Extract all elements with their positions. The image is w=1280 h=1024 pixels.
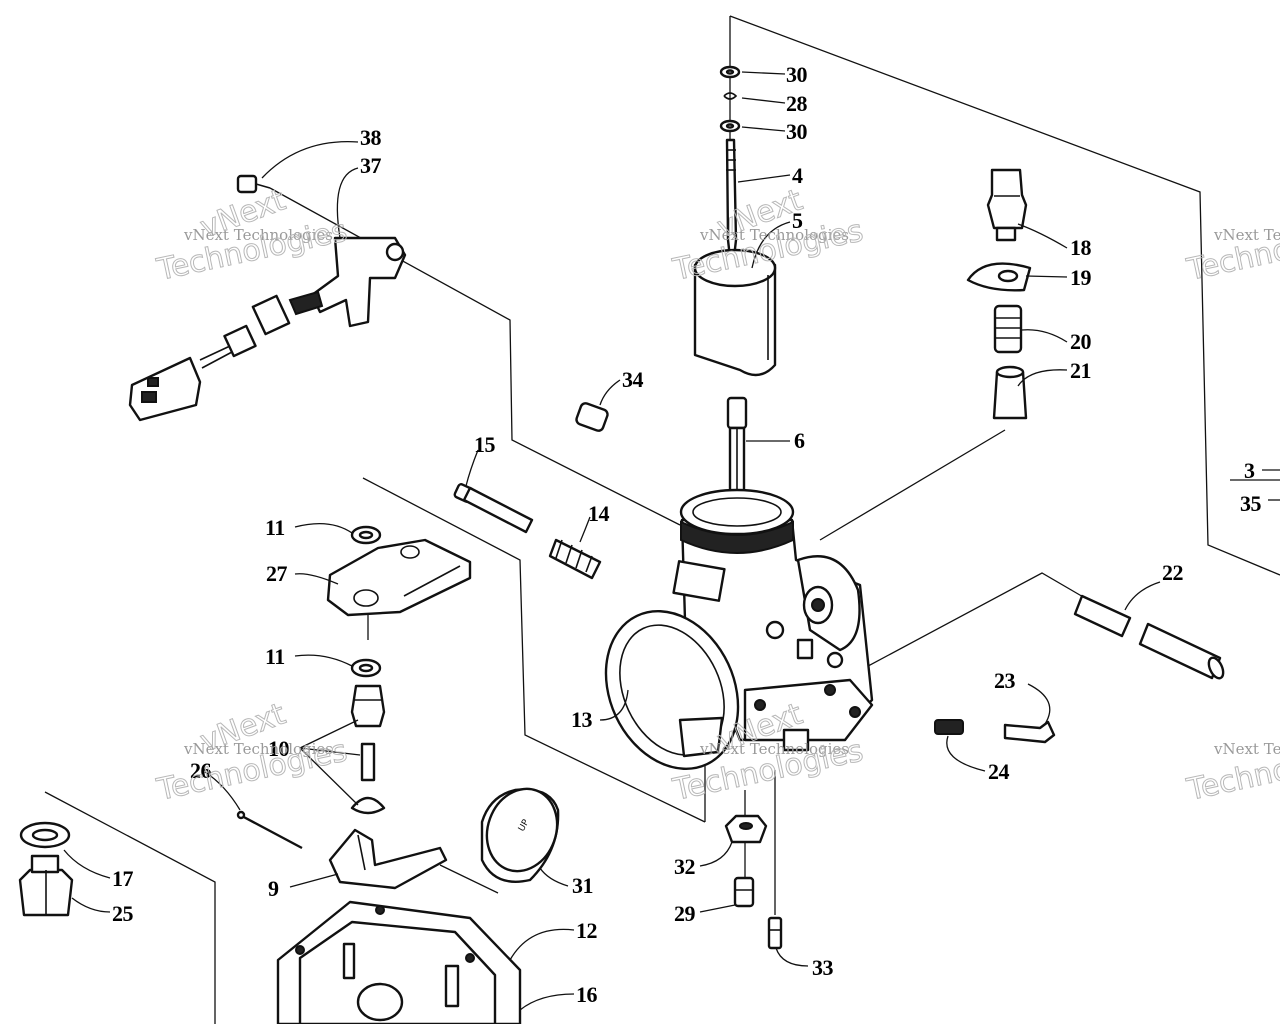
part-31-float: UP xyxy=(480,787,560,883)
callout-11-upper: 11 xyxy=(265,515,285,540)
callout-25: 25 xyxy=(112,901,134,926)
part-6-needle-jet xyxy=(726,396,748,510)
callout-28: 28 xyxy=(786,91,808,116)
part-32-nut xyxy=(724,814,768,844)
callout-30-top: 30 xyxy=(786,62,808,87)
part-12-float-bowl xyxy=(276,900,522,1024)
part-37-throttle-sensor xyxy=(128,236,407,422)
callout-33: 33 xyxy=(812,955,834,980)
callout-37: 37 xyxy=(360,153,382,178)
watermark-top-right: vNext Technologies Technologies xyxy=(1183,213,1280,289)
callout-22: 22 xyxy=(1162,560,1184,585)
callout-19: 19 xyxy=(1070,265,1092,290)
callout-21: 21 xyxy=(1070,358,1091,383)
part-10-jets xyxy=(350,684,386,815)
callout-27: 27 xyxy=(266,561,288,586)
watermark-text: vNext Technologies xyxy=(183,226,333,244)
callout-3: 3 xyxy=(1244,458,1255,483)
part-5-throttle-slide xyxy=(693,248,777,377)
callout-32: 32 xyxy=(674,854,696,879)
part-25-drain-nut xyxy=(18,854,74,917)
callout-11-lower: 11 xyxy=(265,644,285,669)
callout-4: 4 xyxy=(792,163,803,188)
part-33-pilot-jet xyxy=(767,916,783,950)
watermark-text: vNext Technologies xyxy=(1213,740,1280,758)
carburetor-body xyxy=(672,488,874,752)
watermark-text: vNext Technologies xyxy=(1213,226,1280,244)
watermark-text: vNext Technologies xyxy=(699,740,849,758)
callout-31: 31 xyxy=(572,873,593,898)
callout-17: 17 xyxy=(112,866,134,891)
watermark-text: vNext Technologies xyxy=(183,740,333,758)
callout-10: 10 xyxy=(268,736,290,761)
callout-34: 34 xyxy=(622,367,644,392)
part-9-float-arm xyxy=(328,828,448,890)
callout-9: 9 xyxy=(268,876,279,901)
callout-18: 18 xyxy=(1070,235,1092,260)
callout-29: 29 xyxy=(674,901,696,926)
part-23-air-screw xyxy=(1003,720,1056,744)
watermark-top-left: vNext Technologies Technologies vNext xyxy=(153,182,351,288)
part-26-float-pin xyxy=(236,810,303,850)
callout-6: 6 xyxy=(794,428,805,453)
part-13-intake-bell xyxy=(604,609,740,771)
callout-16: 16 xyxy=(576,982,598,1007)
callout-26: 26 xyxy=(190,758,212,783)
callout-5: 5 xyxy=(792,208,803,233)
part-22-tube xyxy=(1073,594,1225,680)
reference-lines xyxy=(44,15,1280,1024)
leader-lines xyxy=(63,71,1280,1011)
callout-30-lower: 30 xyxy=(786,119,808,144)
callout-14: 14 xyxy=(588,501,610,526)
callout-35: 35 xyxy=(1240,491,1262,516)
part-18-21-inlet-group xyxy=(966,168,1032,420)
part-27-gasket xyxy=(326,538,472,617)
part-14-spring xyxy=(548,538,602,580)
callout-23: 23 xyxy=(994,668,1016,693)
part-24-spring xyxy=(934,719,964,735)
callout-12: 12 xyxy=(576,918,598,943)
callout-24: 24 xyxy=(988,759,1010,784)
part-11-washer-upper xyxy=(350,525,382,545)
callout-13: 13 xyxy=(571,707,593,732)
part-15-throttle-stop-screw xyxy=(453,483,534,534)
callout-38: 38 xyxy=(360,125,382,150)
callout-15: 15 xyxy=(474,432,496,457)
watermark-bottom-left: vNext Technologies Technologies vNext xyxy=(153,696,351,808)
part-17-washer xyxy=(19,821,71,849)
callout-20: 20 xyxy=(1070,329,1092,354)
watermark-text: Technologies xyxy=(1183,214,1280,289)
part-30-28-washers xyxy=(719,65,741,133)
part-38-screw xyxy=(236,174,271,194)
watermark-text: vNext Technologies xyxy=(699,226,849,244)
part-34-cap xyxy=(575,402,609,432)
part-29-main-jet xyxy=(733,876,755,908)
watermark-bottom-right: vNext Technologies Technologies xyxy=(1183,733,1280,809)
callout-numbers: 38 37 30 28 30 4 5 18 19 20 21 34 6 15 1… xyxy=(112,62,1262,1007)
part-11-washer-lower xyxy=(350,658,382,678)
